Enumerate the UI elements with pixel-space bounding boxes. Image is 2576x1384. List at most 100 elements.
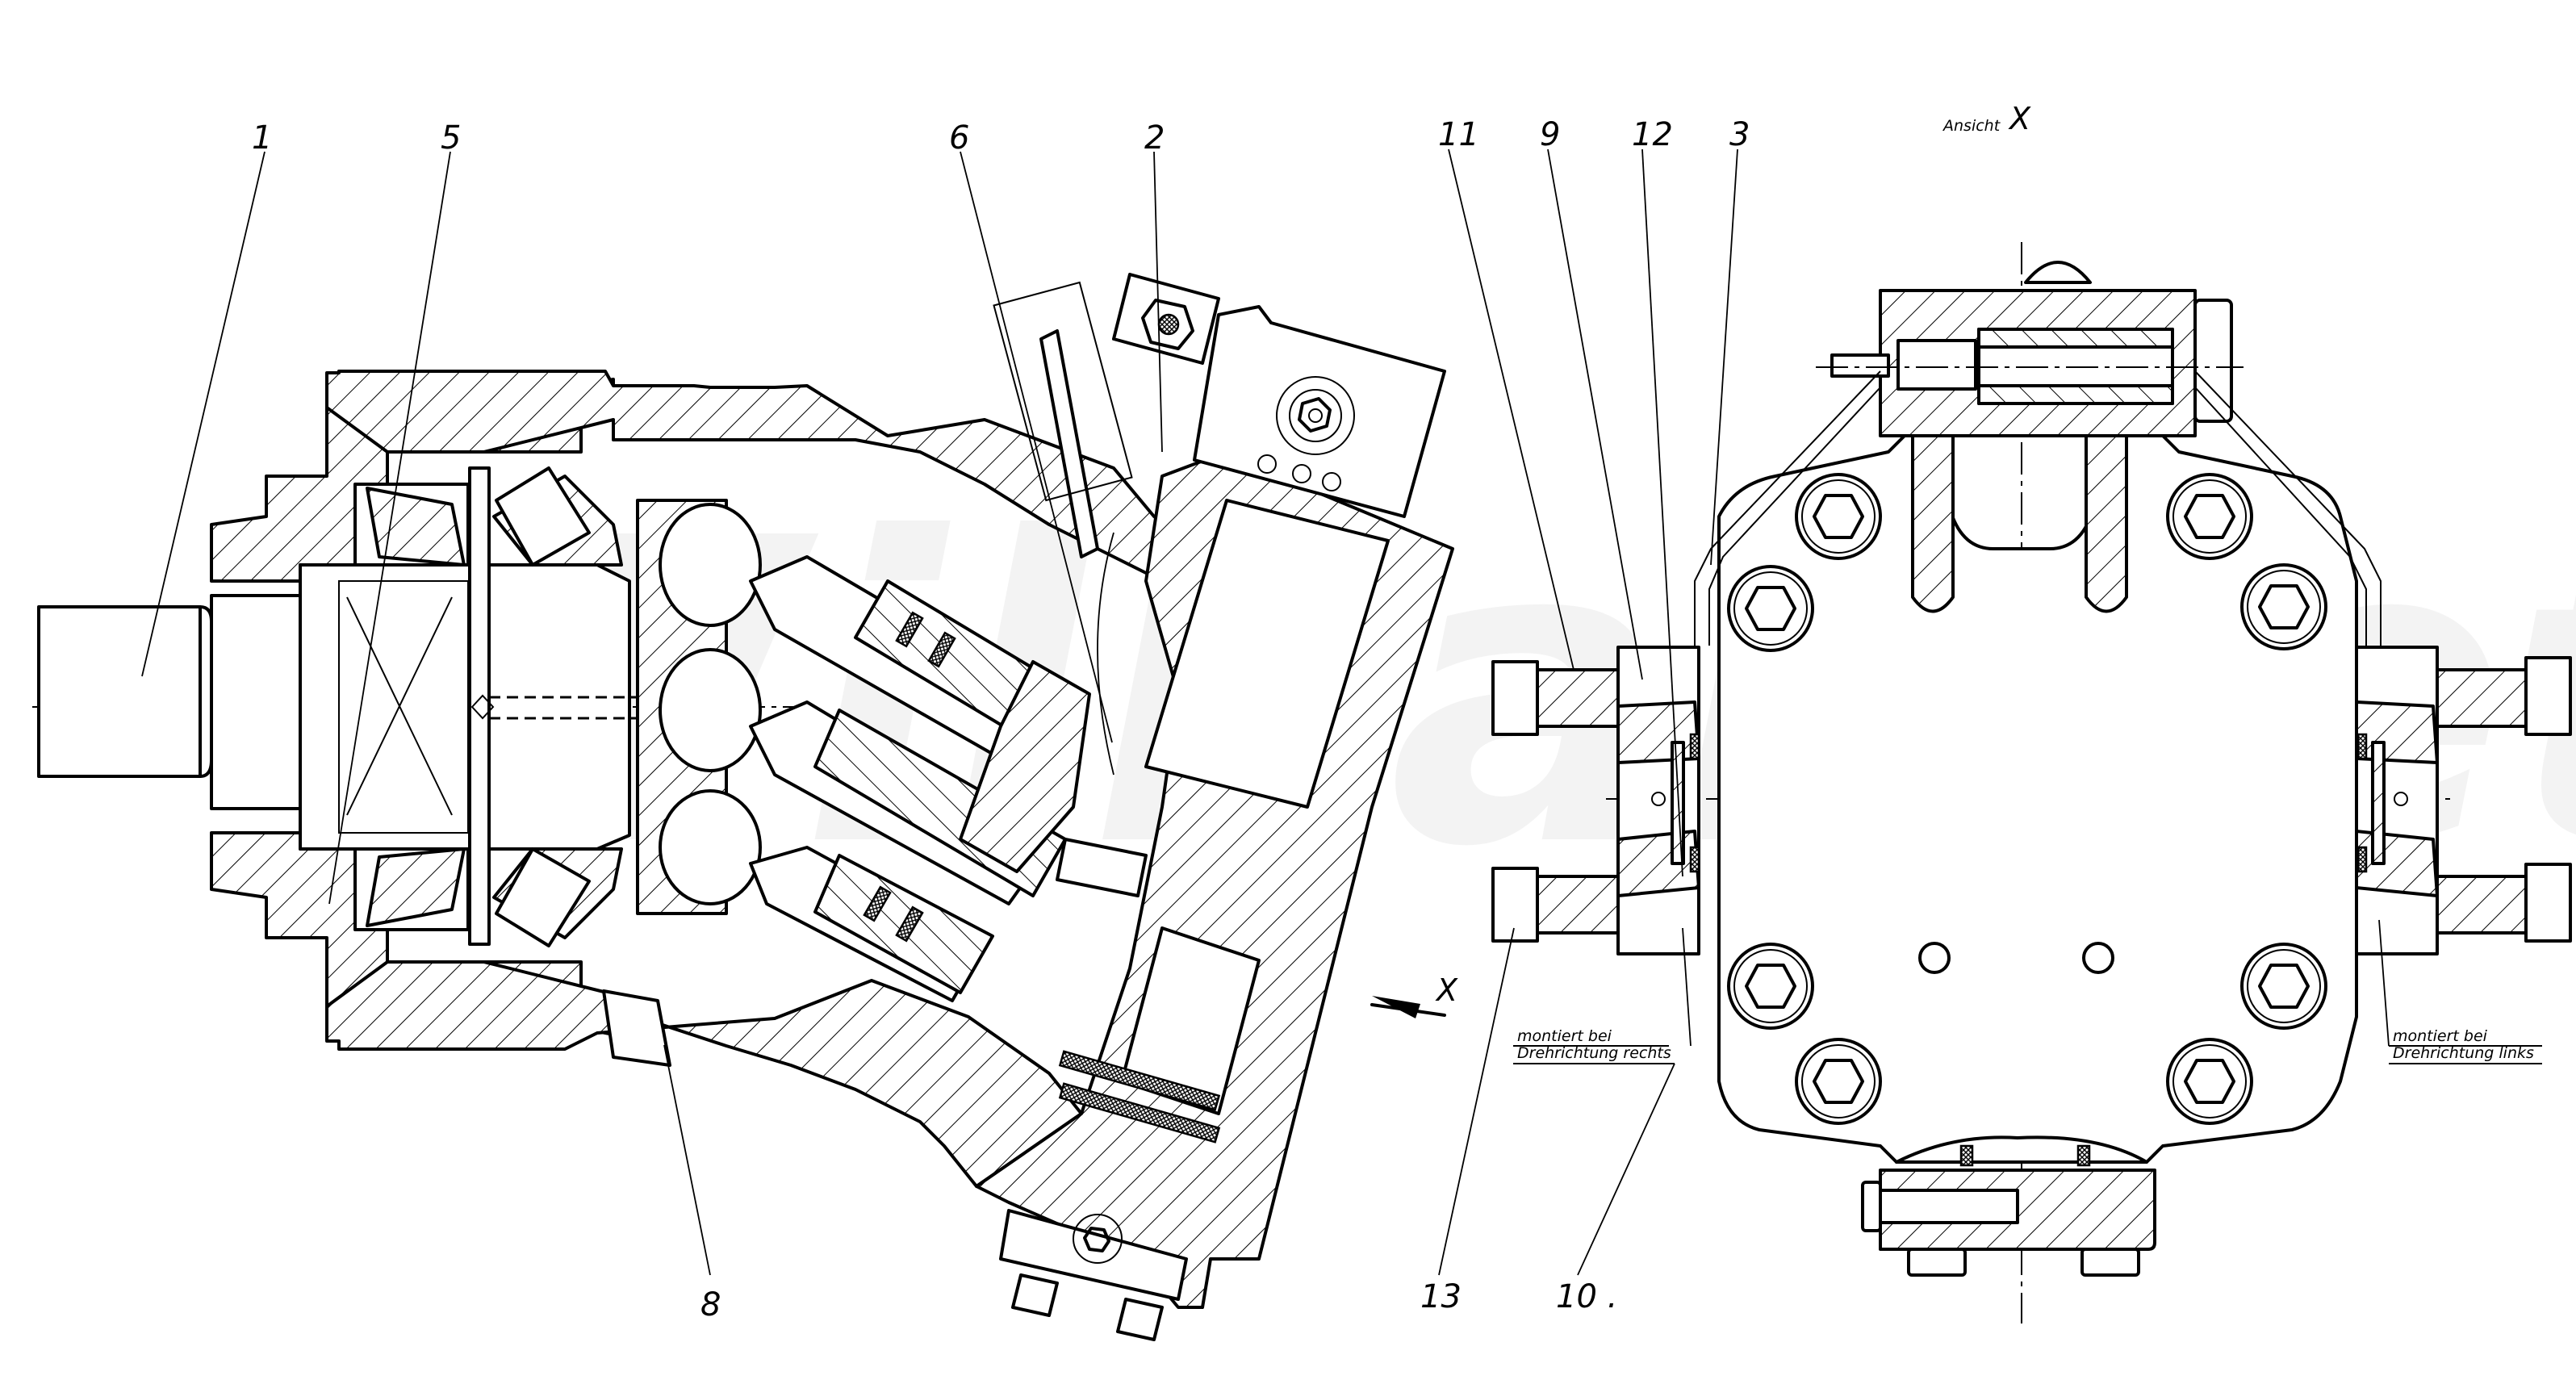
valve-hex-nut (1298, 397, 1332, 433)
leader-6 (960, 151, 1113, 743)
right-view-x: Ansicht X (1491, 101, 2572, 1323)
left-flange-body (1616, 646, 1700, 955)
valve-cartridge-wall-top (1977, 328, 2174, 349)
valve-boss-outer (1276, 376, 1355, 455)
callout-13: 13 (1420, 1278, 1462, 1315)
mounting-bolts (1727, 473, 2327, 1125)
left-flange-section-top (1616, 700, 1700, 764)
leader-2 (1153, 151, 1163, 453)
left-orifice-plate (1671, 741, 1685, 865)
left-screw-shank-bottom (1536, 875, 1620, 935)
motor-housing-upper (325, 370, 1196, 583)
right-oring-bottom (2356, 846, 2368, 873)
leader-10-note (1682, 927, 1692, 1047)
bottom-bore (1879, 1189, 2019, 1224)
tube-right-outer (2194, 370, 2382, 646)
dowel-right (2082, 942, 2114, 974)
callout-9: 9 (1540, 116, 1560, 153)
leader-8 (663, 1044, 711, 1276)
center-marker (470, 694, 495, 720)
piston-bottom (659, 789, 994, 1002)
shaft-end (37, 605, 202, 778)
sensor-frame (993, 281, 1133, 502)
tube-left-inner (1708, 387, 1881, 646)
right-flange-section-bottom (2355, 830, 2439, 897)
bolt-mid-right (2240, 563, 2327, 650)
bearing-roller-rear-bottom (495, 847, 591, 947)
hex-plug-core (1157, 313, 1180, 336)
note-right-line2: Drehrichtung rechts (1517, 1044, 1671, 1062)
callout-1: 1 (252, 119, 272, 157)
tube-right-inner (2194, 387, 2367, 646)
callout-10: 10 . (1556, 1278, 1617, 1315)
check-insert-right (2085, 434, 2128, 613)
bolt-bottom-left (1795, 1038, 1882, 1125)
drive-shaft-body (299, 563, 471, 851)
right-flange-section-top (2355, 700, 2439, 764)
callout-3: 3 (1729, 116, 1750, 153)
mount-foot-left (1011, 1273, 1059, 1317)
leader-9 (1547, 148, 1643, 680)
ansicht-label: Ansicht (1942, 117, 2001, 135)
valve-spool-bore (1144, 499, 1390, 809)
left-port-flange (1491, 646, 1700, 955)
note-left-line1: montiert bei (2393, 1027, 2488, 1045)
bottom-oring-left (1959, 1144, 1974, 1167)
bottom-plug (1861, 1181, 1882, 1232)
control-valve-block (999, 273, 1446, 1341)
bottom-oring-right (2076, 1144, 2091, 1167)
bottom-foot-left (1907, 1248, 1967, 1277)
leader-12 (1641, 148, 1683, 877)
callout-6: 6 (949, 119, 969, 157)
note-rotation-left: montiert bei Drehrichtung links (2389, 1027, 2542, 1064)
leader-5 (328, 151, 451, 905)
leader-13 (1438, 927, 1515, 1276)
left-oring-top (1689, 733, 1700, 760)
end-cap (999, 1209, 1188, 1301)
drive-flange (487, 563, 631, 851)
note-right-line1: montiert bei (1517, 1027, 1612, 1045)
sensor-rod (1039, 329, 1099, 558)
piston-assembly (659, 503, 1067, 1002)
check-insert-left (1911, 434, 1955, 613)
construction-line-b (346, 596, 453, 816)
note-left-line2: Drehrichtung links (2393, 1044, 2534, 1062)
servo-piston (1120, 926, 1261, 1115)
mount-foot-right (1116, 1298, 1164, 1341)
arrow-head (1372, 996, 1420, 1018)
relief-valve-block (1816, 261, 2244, 437)
bolt-low-left (1727, 943, 1814, 1030)
left-screw-head-top (1491, 660, 1539, 736)
center-pin-head (1056, 838, 1148, 897)
dowel-left (1918, 942, 1951, 974)
bolt-top-left (1795, 473, 1882, 560)
left-sectional-view: X (32, 273, 1458, 1341)
left-screw-head-bottom (1491, 867, 1539, 943)
right-gauge-hole (2394, 792, 2408, 806)
port-hole-1 (1257, 454, 1277, 474)
servo-seal-2 (1058, 1082, 1221, 1144)
end-cap-hex (1083, 1227, 1110, 1252)
callout-8: 8 (700, 1286, 721, 1323)
callout-12: 12 (1632, 116, 1673, 153)
bolt-bottom-right (2166, 1038, 2253, 1125)
left-flange-section-bottom (1616, 830, 1700, 897)
right-screw-head-top (2524, 656, 2572, 736)
shaft-collar (210, 594, 302, 810)
right-orifice-plate (2371, 741, 2386, 865)
leader-1 (141, 151, 266, 677)
motor-housing-lower (325, 960, 1083, 1188)
right-screw-shank-bottom (2436, 875, 2528, 935)
tapered-bearing-front (353, 483, 470, 931)
left-screw-shank-top (1536, 668, 1620, 728)
right-flange-body (2355, 646, 2439, 955)
leader-3 (1710, 148, 1738, 566)
valve-boss-mid (1289, 389, 1342, 442)
bottom-foot-right (2080, 1248, 2140, 1277)
callout-11: 11 (1438, 116, 1479, 153)
left-gauge-hole (1651, 792, 1666, 806)
valve-cartridge-wall-bottom (1977, 384, 2174, 405)
arrow-x-label: X (1435, 972, 1458, 1008)
right-oring-top (2356, 733, 2368, 760)
